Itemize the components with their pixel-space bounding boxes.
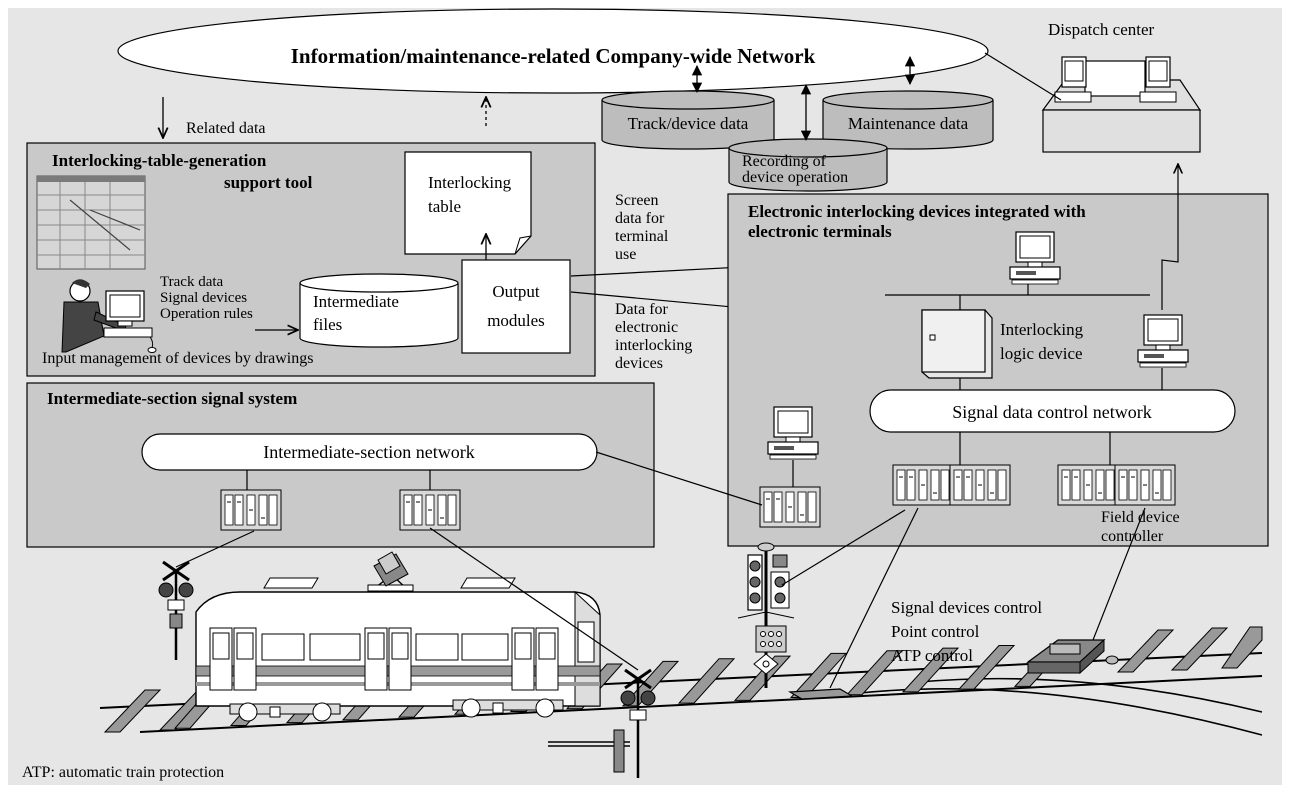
dispatch-uplink-arrow <box>1161 164 1178 310</box>
dispatch-network-link <box>984 52 1062 101</box>
recording-database: Recording of device operation <box>728 138 888 192</box>
company-network-ellipse <box>117 8 989 94</box>
maintenance-database: Maintenance data <box>822 90 994 150</box>
level-crossing-signal-left <box>158 560 194 660</box>
screen-data-line2: data for <box>615 210 665 227</box>
logic-device-line2: logic device <box>1000 344 1083 363</box>
signal-mast-link <box>781 509 906 586</box>
ei-title-line1: Electronic interlocking devices integrat… <box>748 202 1086 221</box>
dispatch-console-icon <box>1041 56 1202 153</box>
interlocking-table-line2: table <box>428 197 461 216</box>
tool-title-line1: Interlocking-table-generation <box>52 151 267 170</box>
railway-sleeper <box>901 647 960 693</box>
left-crossing-link <box>175 530 255 568</box>
intermediate-network-label: Intermediate-section network <box>263 442 474 462</box>
intermediate-controller-rack-1 <box>220 489 282 531</box>
interlocking-table-document <box>404 151 532 255</box>
control-point: Point control <box>891 622 980 641</box>
ei-data-line4: devices <box>615 355 663 372</box>
ei-data-line1: Data for <box>615 301 669 318</box>
signal-network-label: Signal data control network <box>952 402 1151 422</box>
point-machine-link <box>1092 507 1146 641</box>
railway-sleeper <box>677 658 736 704</box>
field-controller-rack-b <box>1057 464 1176 506</box>
point-machine-icon <box>1026 638 1119 675</box>
tool-title-line2: support tool <box>224 173 313 192</box>
railway-sleeper <box>957 644 1016 690</box>
railway-signal-mast <box>737 542 795 688</box>
screen-data-line1: Screen <box>615 192 659 209</box>
ei-title-line2: electronic terminals <box>748 222 892 241</box>
railway-sleeper <box>845 650 904 696</box>
intermediate-files-cylinder: Intermediate files <box>299 273 459 348</box>
atp-transponder-link <box>829 507 919 689</box>
footnote-atp: ATP: automatic train protection <box>22 764 224 781</box>
input-signal-devices: Signal devices <box>160 290 247 306</box>
local-control-terminal-icon <box>767 406 819 460</box>
interlocking-table-line1: Interlocking <box>428 173 512 192</box>
dispatch-center-label: Dispatch center <box>1048 20 1155 39</box>
signal-data-network-bar <box>869 389 1236 433</box>
field-controller-line2: controller <box>1101 528 1164 545</box>
output-modules-line2: modules <box>487 311 545 330</box>
recording-label-line1: Recording of <box>742 153 827 170</box>
ei-data-line3: interlocking <box>615 337 692 354</box>
interlocking-logic-device-icon <box>921 309 993 379</box>
screen-data-line3: terminal <box>615 228 669 245</box>
maintenance-label: Maintenance data <box>848 114 969 133</box>
related-data-label: Related data <box>186 120 266 137</box>
screen-data-line4: use <box>615 246 636 263</box>
maintenance-terminal-icon <box>1137 314 1189 368</box>
input-operation-rules: Operation rules <box>160 306 253 322</box>
intermediate-controller-rack-2 <box>399 489 461 531</box>
operator-at-computer-icon <box>61 279 157 353</box>
output-modules-line1: Output <box>492 282 540 301</box>
field-controller-line1: Field device <box>1101 509 1180 526</box>
table-screenshot-image <box>36 175 146 270</box>
intermediate-to-ei-link <box>595 451 763 506</box>
control-signal-devices: Signal devices control <box>891 598 1042 617</box>
recording-label-line2: device operation <box>742 169 848 186</box>
atp-transponder-icon <box>787 688 855 700</box>
track-device-database: Track/device data <box>601 90 775 150</box>
logic-device-line1: Interlocking <box>1000 320 1084 339</box>
intermediate-section-title: Intermediate-section signal system <box>47 389 297 408</box>
gateway-rack <box>759 486 821 528</box>
level-crossing-signal-right <box>548 668 656 778</box>
output-modules-box <box>461 259 571 354</box>
right-crossing-link <box>429 527 639 671</box>
railway-sleepers <box>103 626 1263 733</box>
train-icon <box>195 551 601 722</box>
control-atp: ATP control <box>891 646 973 665</box>
company-network-label: Information/maintenance-related Company-… <box>291 44 816 68</box>
intermediate-files-line2: files <box>313 315 342 334</box>
ei-data-line2: electronic <box>615 319 678 336</box>
input-management-label: Input management of devices by drawings <box>42 350 313 367</box>
field-controller-rack-a <box>892 464 1011 506</box>
terminal-computer-icon <box>1009 231 1061 285</box>
input-track-data: Track data <box>160 274 224 290</box>
intermediate-files-line1: Intermediate <box>313 292 399 311</box>
track-device-label: Track/device data <box>628 114 749 133</box>
